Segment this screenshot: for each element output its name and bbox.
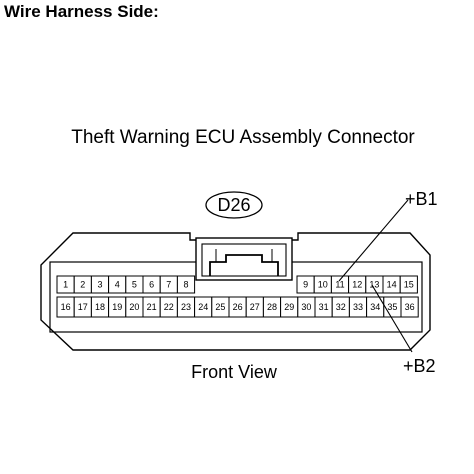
- pin-number: 17: [78, 302, 88, 312]
- pin-number: 31: [319, 302, 329, 312]
- pin-cell: [176, 275, 196, 294]
- pin-row-top-left: 1 2 3 4 5 6 7 8: [56, 275, 196, 294]
- pin-number: 21: [147, 302, 157, 312]
- pin-number: 27: [250, 302, 260, 312]
- pin-number: 4: [115, 280, 120, 290]
- pin-number: 7: [166, 280, 171, 290]
- pin-number: 3: [97, 280, 102, 290]
- callout-b1-leader: [338, 199, 409, 282]
- pin-number: 6: [149, 280, 154, 290]
- connector-code-oval: [205, 191, 263, 219]
- pin-number: 33: [353, 302, 363, 312]
- pin-cell: [399, 275, 418, 294]
- page-heading: Wire Harness Side:: [4, 2, 159, 21]
- pin-number: 8: [183, 280, 188, 290]
- pin-number: 10: [318, 280, 328, 290]
- pin-number: 23: [181, 302, 191, 312]
- pin-number: 1: [63, 280, 68, 290]
- pin-number: 18: [95, 302, 105, 312]
- pin-number: 14: [387, 280, 397, 290]
- pin-number: 29: [284, 302, 294, 312]
- connector-code: D26: [217, 195, 250, 215]
- pin-number: 28: [267, 302, 277, 312]
- callout-b2-leader: [371, 284, 413, 353]
- pin-number: 24: [198, 302, 208, 312]
- front-view-label: Front View: [191, 362, 278, 382]
- pin-number: 15: [404, 280, 414, 290]
- pin-number: 16: [61, 302, 71, 312]
- pin-number: 13: [369, 280, 379, 290]
- pin-number: 22: [164, 302, 174, 312]
- locking-tab: [195, 237, 293, 281]
- callout-b2-label: +B2: [403, 356, 436, 376]
- pin-number: 19: [112, 302, 122, 312]
- pin-number: 32: [336, 302, 346, 312]
- connector-title: Theft Warning ECU Assembly Connector: [71, 127, 415, 148]
- pin-cell: [400, 296, 419, 318]
- pin-number: 11: [335, 280, 344, 290]
- callout-b1-label: +B1: [405, 189, 438, 209]
- pin-number: 25: [215, 302, 225, 312]
- pin-number: 2: [80, 280, 85, 290]
- pin-row-bottom: 16 17 18 19 20 21 22 23 24 25 26 27 28 29 30 31 32 33 34 35…: [56, 296, 419, 318]
- pin-number: 5: [132, 280, 137, 290]
- pin-number: 35: [387, 302, 397, 312]
- pin-number: 30: [301, 302, 311, 312]
- pin-number: 12: [352, 280, 362, 290]
- pin-number: 36: [405, 302, 415, 312]
- pin-number: 20: [129, 302, 139, 312]
- pin-number: 26: [233, 302, 243, 312]
- pin-row-top-right: 9 10 11 12 13 14 15: [296, 275, 418, 294]
- pin-number: 9: [303, 280, 308, 290]
- pin-number: 34: [370, 302, 380, 312]
